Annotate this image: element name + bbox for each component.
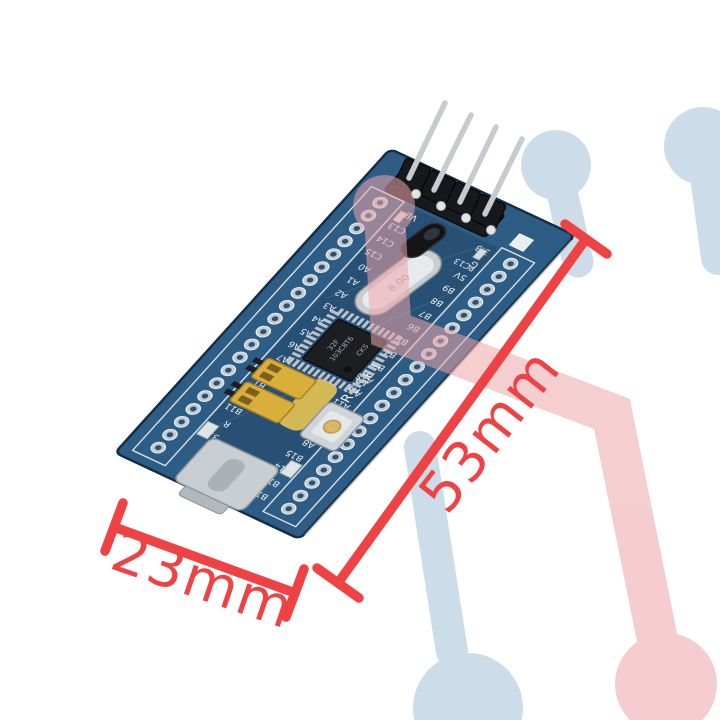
pin-label: B9 — [440, 282, 458, 295]
pin-hole-center — [297, 493, 304, 499]
smd-component — [472, 247, 488, 261]
pin-hole-center — [225, 367, 232, 373]
pin-hole-center — [402, 377, 409, 383]
pin-hole-center — [483, 287, 491, 292]
dimension-endcap — [281, 564, 309, 622]
pin-hole-center — [318, 264, 326, 270]
pin-hole-center — [285, 506, 293, 512]
pin-hole-center — [460, 312, 468, 318]
pin-hole-center — [320, 467, 328, 473]
pin-hole-center — [271, 316, 279, 322]
boot1-jumper — [244, 357, 317, 400]
pin-hole-center — [295, 290, 302, 296]
boot0-jumper — [223, 380, 296, 424]
dimension-23mm — [100, 498, 309, 622]
pin-label: A6 — [286, 339, 304, 352]
header-pin-rods — [406, 100, 525, 217]
pin-hole-center — [413, 364, 421, 370]
dimension-endcap — [100, 498, 128, 556]
pin-hole-center — [448, 325, 456, 331]
pin-hole-center — [507, 261, 514, 267]
jumper-side-glow — [279, 379, 337, 431]
pin-hole-center — [248, 342, 255, 347]
usb-solder-pad — [195, 420, 220, 440]
dimension-line — [333, 234, 591, 588]
pin-hole-center — [367, 415, 374, 421]
chip-pins — [286, 307, 403, 394]
pin-label: A2 — [333, 287, 350, 299]
micro-usb-connector — [175, 420, 303, 515]
chip-pin1-dot — [343, 366, 352, 373]
small-crystal — [399, 222, 447, 259]
pin-hole-center — [155, 445, 162, 451]
corner-square-pad — [508, 233, 535, 252]
pin-hole-center — [378, 403, 386, 409]
pin-hole-center — [332, 454, 339, 460]
pin-hole-center — [201, 393, 209, 399]
pin-hole-center — [178, 419, 185, 425]
watermark-blue-nodes — [404, 107, 720, 720]
watermark-pink-node — [353, 175, 717, 720]
pcb-board: GG3.3RB11B10B1B0A7A6A5A4A3A2A1A0C15C14C1… — [116, 149, 574, 539]
pin-hole-center — [283, 303, 290, 309]
circuit-trace-icon — [363, 204, 687, 687]
pin-hole-center — [495, 274, 503, 280]
pin-label: R — [222, 418, 234, 428]
dimension-endcap — [312, 563, 364, 603]
circuit-node-icon — [404, 431, 523, 720]
usb-solder-pad — [279, 459, 303, 479]
pin-hole-center — [306, 277, 314, 283]
pin-hole-center — [330, 251, 337, 257]
chip-body — [302, 318, 387, 382]
pin-hole-center — [472, 299, 479, 305]
pin-label: B8 — [429, 295, 447, 308]
pin-label: B7 — [417, 308, 434, 320]
pin-hole-center — [236, 354, 244, 360]
pin-hole-center — [343, 441, 351, 447]
pin-label: A4 — [310, 313, 328, 326]
pin-hole-center — [390, 390, 398, 396]
dimension-line — [109, 522, 300, 598]
dimension-53mm — [312, 219, 612, 603]
pin-hole-center — [213, 380, 220, 386]
pin-hole-center — [308, 480, 316, 486]
solder-joints — [411, 189, 496, 235]
pin-hole-center — [353, 225, 361, 231]
mcu-chip: 32F 103C8T6 CKS — [286, 307, 403, 394]
pin-hole-center — [260, 329, 267, 335]
boot-jumpers — [223, 357, 337, 431]
dimension-endcap — [560, 219, 612, 259]
circuit-node-icon — [521, 130, 594, 278]
swd-header-pins — [394, 100, 525, 235]
circuit-node-icon — [664, 107, 720, 275]
silk-box-bottom-row — [261, 246, 536, 528]
circuit-node-icon — [615, 633, 717, 720]
pin-label: G — [468, 259, 481, 269]
pin-hole-center — [166, 432, 174, 438]
pin-hole-center — [355, 428, 363, 434]
pin-hole-center — [341, 238, 349, 244]
pin-label: A3 — [322, 300, 339, 312]
pcb-edge-highlight — [304, 239, 574, 536]
pin-label: A1 — [345, 274, 362, 286]
pin-label: A5 — [298, 326, 315, 338]
pin-hole-center — [190, 406, 197, 412]
width-dimension-label: 23mm — [103, 519, 302, 642]
reset-button — [299, 402, 365, 452]
